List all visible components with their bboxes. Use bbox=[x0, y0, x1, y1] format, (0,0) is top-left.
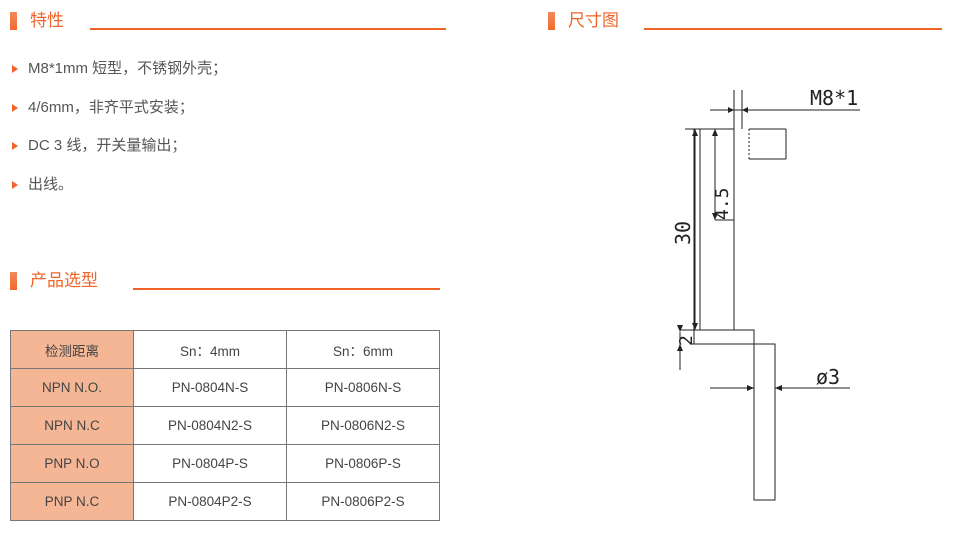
table-cell: PN-0804P2-S bbox=[133, 482, 287, 521]
table-cell: PN-0804N2-S bbox=[133, 406, 287, 445]
table-row: PNP N.O PN-0804P-S PN-0806P-S bbox=[10, 444, 440, 483]
table-cell: PN-0806P2-S bbox=[286, 482, 440, 521]
row-label-cell: PNP N.C bbox=[10, 482, 134, 521]
table-row: PNP N.C PN-0804P2-S PN-0806P2-S bbox=[10, 482, 440, 521]
model-selection-table: 检测距离 Sn：4mm Sn：6mm NPN N.O. PN-0804N-S P… bbox=[10, 330, 440, 521]
bullet-triangle-icon bbox=[12, 65, 18, 73]
sensor-base bbox=[693, 329, 755, 345]
section-rule bbox=[90, 28, 446, 30]
dimension-drawing: M8*1 30 4.5 2 ø3 bbox=[671, 86, 860, 501]
section-rule bbox=[644, 28, 942, 30]
dimensions-section-header: 尺寸图 bbox=[548, 10, 942, 34]
section-marker bbox=[548, 12, 555, 30]
section-rule bbox=[133, 288, 440, 290]
section-marker bbox=[10, 12, 17, 30]
table-header-cell: Sn：4mm bbox=[133, 330, 287, 369]
models-section-header: 产品选型 bbox=[10, 270, 440, 294]
feature-item: DC 3 线，开关量输出； bbox=[12, 135, 227, 174]
table-header-cell: Sn：6mm bbox=[286, 330, 440, 369]
dimension-2-label: 2 bbox=[676, 335, 697, 346]
features-list: M8*1mm 短型，不锈钢外壳； 4/6mm，非齐平式安装； DC 3 线，开关… bbox=[12, 58, 227, 212]
dimension-4-5-label: 4.5 bbox=[712, 187, 733, 220]
feature-item: 出线。 bbox=[12, 174, 227, 213]
table-header-cell: 检测距离 bbox=[10, 330, 134, 369]
table-cell: PN-0806N2-S bbox=[286, 406, 440, 445]
sensor-cable bbox=[753, 343, 776, 501]
feature-item: M8*1mm 短型，不锈钢外壳； bbox=[12, 58, 227, 97]
row-label-cell: PNP N.O bbox=[10, 444, 134, 483]
row-label-cell: NPN N.O. bbox=[10, 368, 134, 407]
models-title: 产品选型 bbox=[30, 271, 98, 290]
dimension-30-label: 30 bbox=[671, 221, 695, 245]
features-section-header: 特性 bbox=[10, 10, 446, 34]
feature-item: 4/6mm，非齐平式安装； bbox=[12, 97, 227, 136]
sensor-body bbox=[693, 128, 735, 331]
row-label-cell: NPN N.C bbox=[10, 406, 134, 445]
cable-diameter-label: ø3 bbox=[816, 365, 840, 389]
table-row: NPN N.C PN-0804N2-S PN-0806N2-S bbox=[10, 406, 440, 445]
table-cell: PN-0804N-S bbox=[133, 368, 287, 407]
table-row: NPN N.O. PN-0804N-S PN-0806N-S bbox=[10, 368, 440, 407]
bullet-triangle-icon bbox=[12, 180, 18, 189]
table-cell: PN-0806N-S bbox=[286, 368, 440, 407]
section-marker bbox=[10, 272, 17, 290]
bullet-triangle-icon bbox=[12, 142, 18, 150]
dimensions-title: 尺寸图 bbox=[568, 11, 619, 30]
thread-label: M8*1 bbox=[810, 86, 858, 110]
features-title: 特性 bbox=[30, 11, 64, 30]
table-cell: PN-0806P-S bbox=[286, 444, 440, 483]
bullet-triangle-icon bbox=[12, 103, 18, 112]
table-cell: PN-0804P-S bbox=[133, 444, 287, 483]
table-header-row: 检测距离 Sn：4mm Sn：6mm bbox=[10, 330, 440, 369]
sensor-face bbox=[749, 129, 789, 159]
